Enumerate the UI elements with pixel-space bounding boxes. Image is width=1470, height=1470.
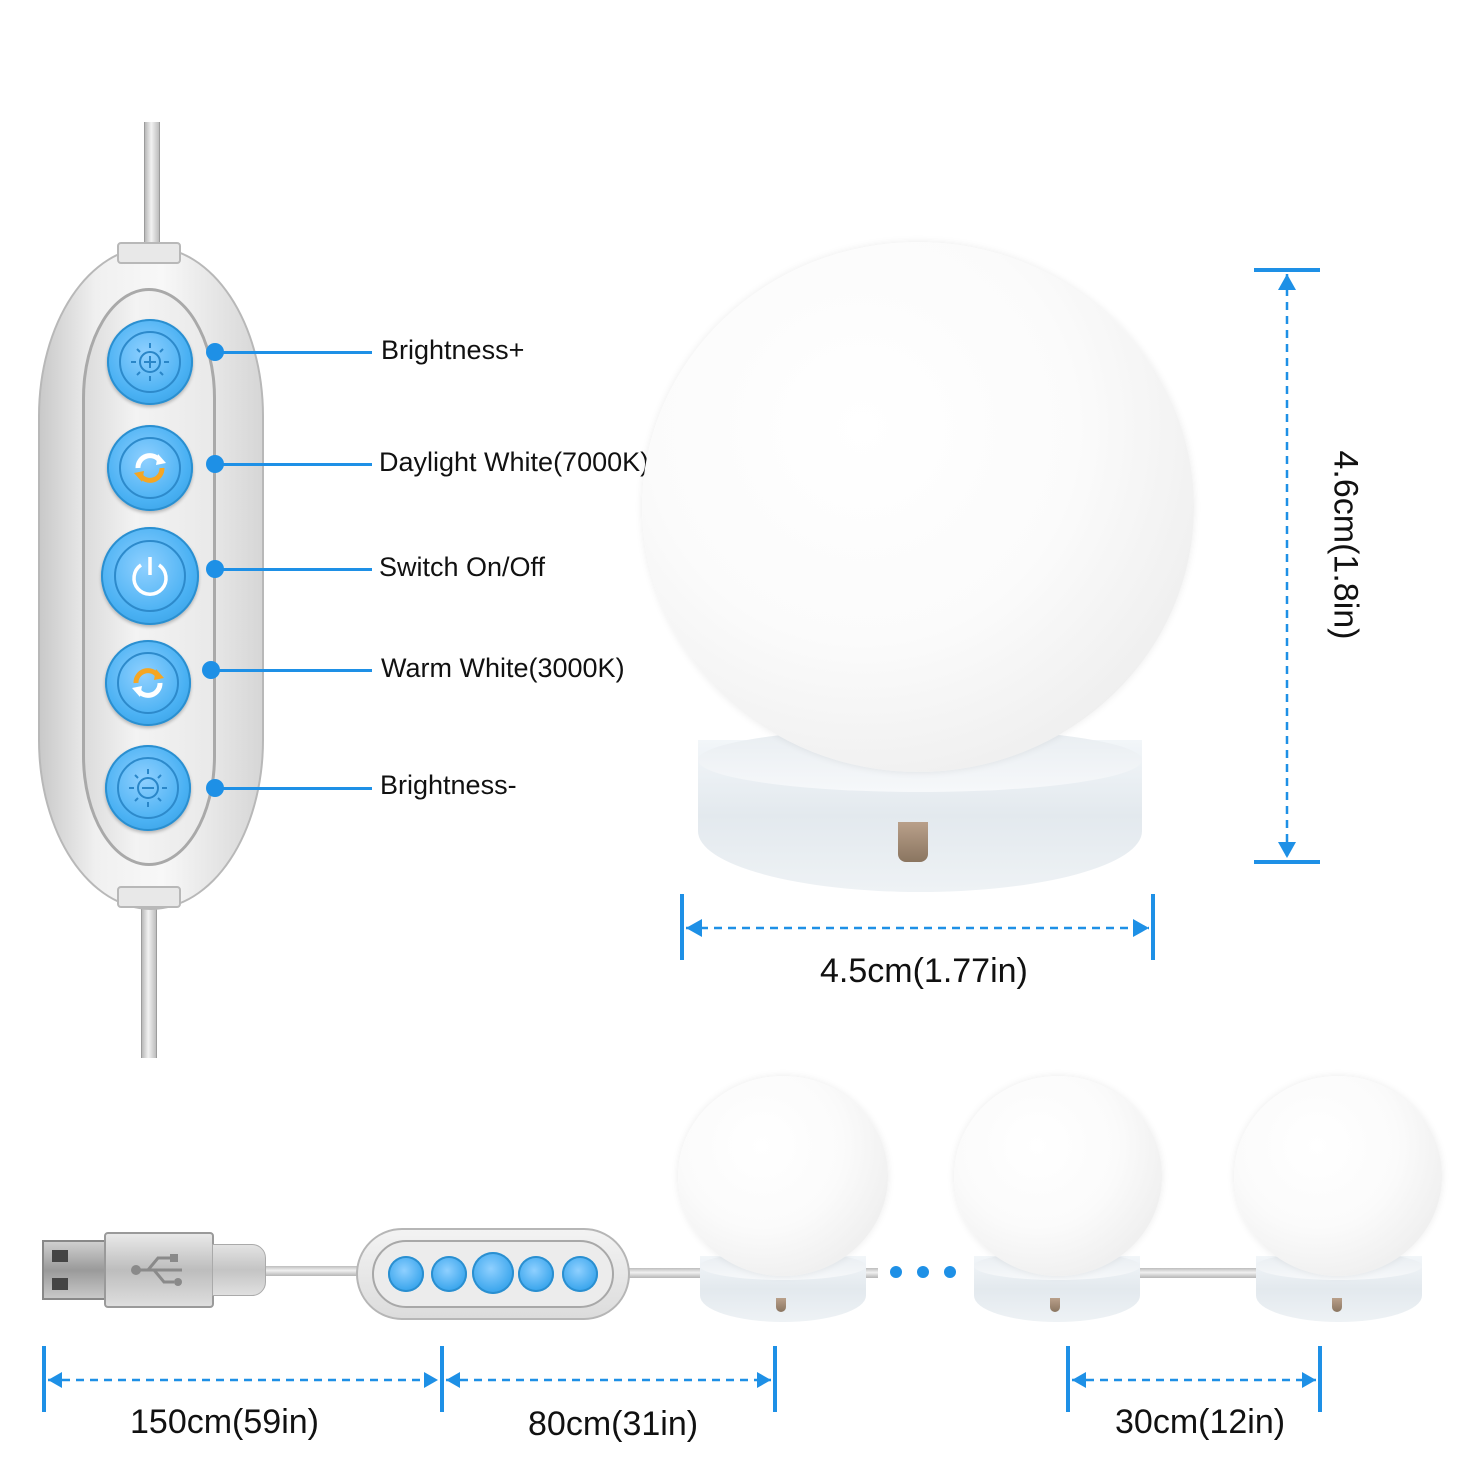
mini-daylight-button[interactable]: [431, 1256, 467, 1292]
large-bulb-globe: [642, 242, 1194, 772]
brightness-minus-leader: [214, 787, 372, 790]
controller-cable-bottom: [141, 906, 157, 1058]
height-label: 4.6cm(1.8in): [1326, 450, 1365, 640]
large-bulb-slot: [898, 822, 928, 862]
usb-symbol-icon: [131, 1254, 182, 1286]
controller-cap-bottom: [117, 886, 181, 908]
power-icon: [114, 540, 186, 612]
daylight-white-label: Daylight White(7000K): [379, 447, 650, 477]
width-label: 4.5cm(1.77in): [820, 952, 1028, 990]
controller-to-bulb-cable: [628, 1268, 718, 1278]
cycle-daylight-icon: [119, 437, 181, 499]
controller-cap-top: [117, 242, 181, 264]
brightness-minus-icon: [117, 757, 179, 819]
mini-warm-button[interactable]: [518, 1256, 554, 1292]
mini-power-button[interactable]: [472, 1252, 514, 1294]
bottom-dimensions: [42, 1346, 1322, 1412]
brightness-minus-button[interactable]: [105, 745, 191, 831]
warm-white-label: Warm White(3000K): [381, 653, 625, 683]
power-label: Switch On/Off: [379, 552, 546, 582]
daylight-white-button[interactable]: [107, 425, 193, 511]
power-button[interactable]: [101, 527, 199, 625]
mini-brightness-plus-button[interactable]: [388, 1256, 424, 1292]
bulb-spacing-label: 30cm(12in): [1115, 1403, 1286, 1441]
bulb-link-cable-1: [862, 1268, 878, 1278]
warm-white-leader: [210, 669, 372, 672]
width-dimension: [680, 894, 1155, 960]
warm-white-button[interactable]: [105, 640, 191, 726]
power-leader: [214, 568, 372, 571]
brightness-plus-button[interactable]: [107, 319, 193, 405]
height-dimension: [1254, 268, 1320, 864]
controller-cable-top: [144, 122, 160, 250]
usb-cable-length-label: 150cm(59in): [130, 1403, 319, 1441]
brightness-plus-icon: [119, 331, 181, 393]
brightness-minus-label: Brightness-: [380, 770, 517, 800]
daylight-white-leader: [214, 463, 372, 466]
brightness-plus-label: Brightness+: [381, 335, 525, 365]
mini-brightness-minus-button[interactable]: [562, 1256, 598, 1292]
brightness-plus-leader: [214, 351, 372, 354]
controller-to-bulb-length-label: 80cm(31in): [528, 1405, 699, 1443]
usb-to-controller-cable: [262, 1266, 360, 1276]
cycle-warm-icon: [117, 652, 179, 714]
bulb-link-cable-2: [1140, 1268, 1260, 1278]
